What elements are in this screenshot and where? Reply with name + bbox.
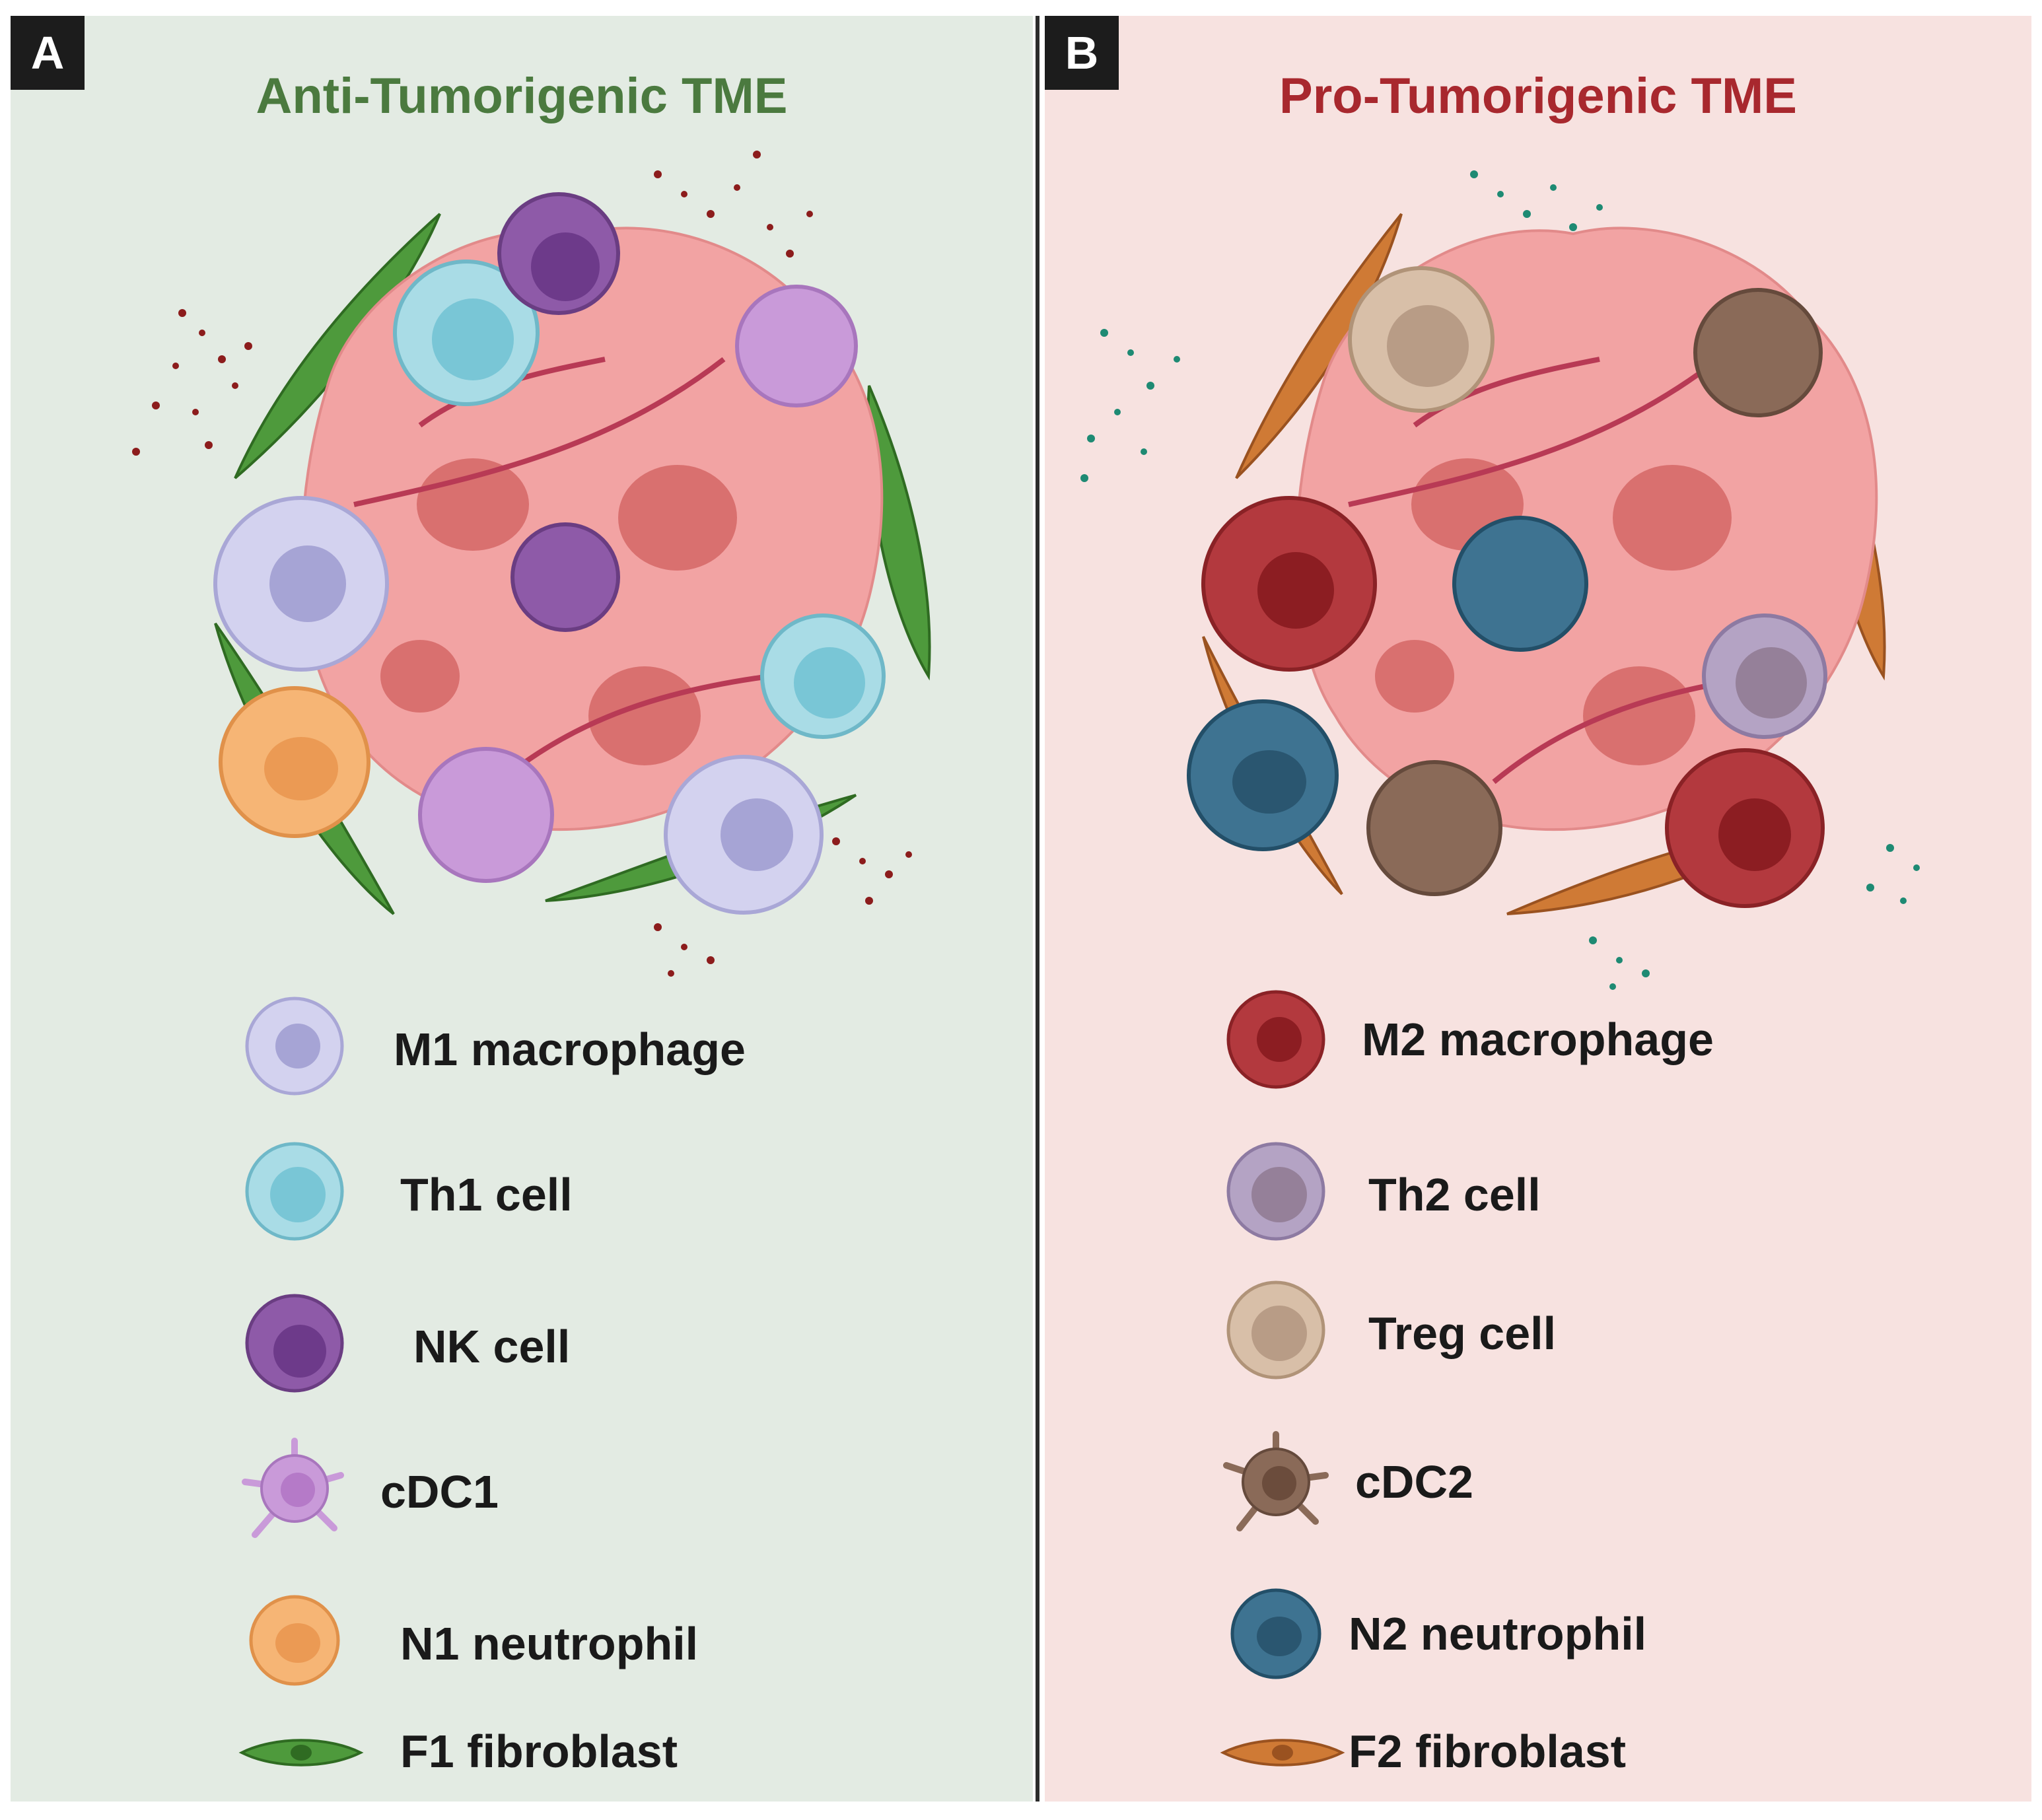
n2-neutrophil-icon xyxy=(1230,1588,1321,1679)
legend-label: M2 macrophage xyxy=(1362,1014,1714,1065)
m1-macrophage-cells xyxy=(213,496,824,915)
treg-cell-icon xyxy=(1226,1280,1325,1380)
legend-row-m2-macrophage: M2 macrophage xyxy=(1216,987,1811,1092)
legend-label: cDC1 xyxy=(380,1466,499,1518)
cytokine-dots xyxy=(132,151,912,977)
legend-row-cdc2: cDC2 xyxy=(1216,1429,1811,1535)
f2-fibroblast-icon xyxy=(1220,1739,1345,1767)
panel-title: Anti-Tumorigenic TME xyxy=(256,68,788,124)
n1-neutrophil-cell xyxy=(219,686,370,838)
legend-label: Treg cell xyxy=(1368,1308,1557,1359)
legend-row-m1-macrophage: M1 macrophage xyxy=(235,993,829,1099)
panel-divider xyxy=(1036,16,1039,1802)
legend-label: Th2 cell xyxy=(1368,1169,1541,1220)
legend-label: F1 fibroblast xyxy=(400,1726,678,1777)
nk-cell-icon xyxy=(245,1294,344,1393)
m1-macrophage-icon xyxy=(245,997,344,1096)
n2-neutrophil-cells xyxy=(1187,516,1588,851)
pro-tumorigenic-scene xyxy=(1080,170,1920,990)
legend-label: N1 neutrophil xyxy=(400,1618,699,1669)
f1-fibroblast-icon xyxy=(238,1739,364,1767)
m2-macrophage-icon xyxy=(1226,990,1325,1089)
cdc2-icon xyxy=(1223,1431,1329,1531)
legend-label: M1 macrophage xyxy=(394,1024,746,1075)
legend-row-n2-neutrophil: N2 neutrophil xyxy=(1216,1581,1811,1687)
legend-row-th1-cell: Th1 cell xyxy=(235,1138,829,1244)
th1-cells xyxy=(393,260,886,739)
cdc1-cells xyxy=(418,285,858,883)
legend-label: NK cell xyxy=(413,1321,571,1372)
panel-title: Pro-Tumorigenic TME xyxy=(1279,68,1797,124)
legend-label: Th1 cell xyxy=(400,1169,573,1220)
cdc1-icon xyxy=(242,1438,344,1538)
panel-a: A Anti-Tumorigenic TME xyxy=(11,16,1033,1802)
panel-letter: B xyxy=(1045,16,1119,90)
n1-neutrophil-icon xyxy=(249,1595,340,1686)
panel-b: B Pro-Tumorigenic TME xyxy=(1045,16,2031,1802)
legend-row-th2-cell: Th2 cell xyxy=(1216,1138,1811,1244)
anti-tumorigenic-scene xyxy=(132,151,931,977)
panel-letter: A xyxy=(11,16,85,90)
legend-row-treg-cell: Treg cell xyxy=(1216,1277,1811,1383)
legend-row-nk-cell: NK cell xyxy=(235,1290,829,1396)
treg-cell xyxy=(1348,266,1495,413)
th1-cell-icon xyxy=(245,1142,344,1241)
m2-macrophage-cells xyxy=(1201,496,1825,908)
legend-row-f1-fibroblast: F1 fibroblast xyxy=(235,1713,829,1819)
legend-label: N2 neutrophil xyxy=(1349,1608,1647,1660)
legend-row-n1-neutrophil: N1 neutrophil xyxy=(235,1588,829,1693)
cdc2-cells xyxy=(1366,288,1823,896)
th2-cell xyxy=(1702,613,1827,739)
nk-cells xyxy=(497,192,620,632)
legend-label: F2 fibroblast xyxy=(1349,1726,1627,1777)
th2-cell-icon xyxy=(1226,1142,1325,1241)
legend-row-f2-fibroblast: F2 fibroblast xyxy=(1216,1713,1811,1819)
legend-row-cdc1: cDC1 xyxy=(235,1436,829,1541)
legend-label: cDC2 xyxy=(1355,1456,1473,1508)
